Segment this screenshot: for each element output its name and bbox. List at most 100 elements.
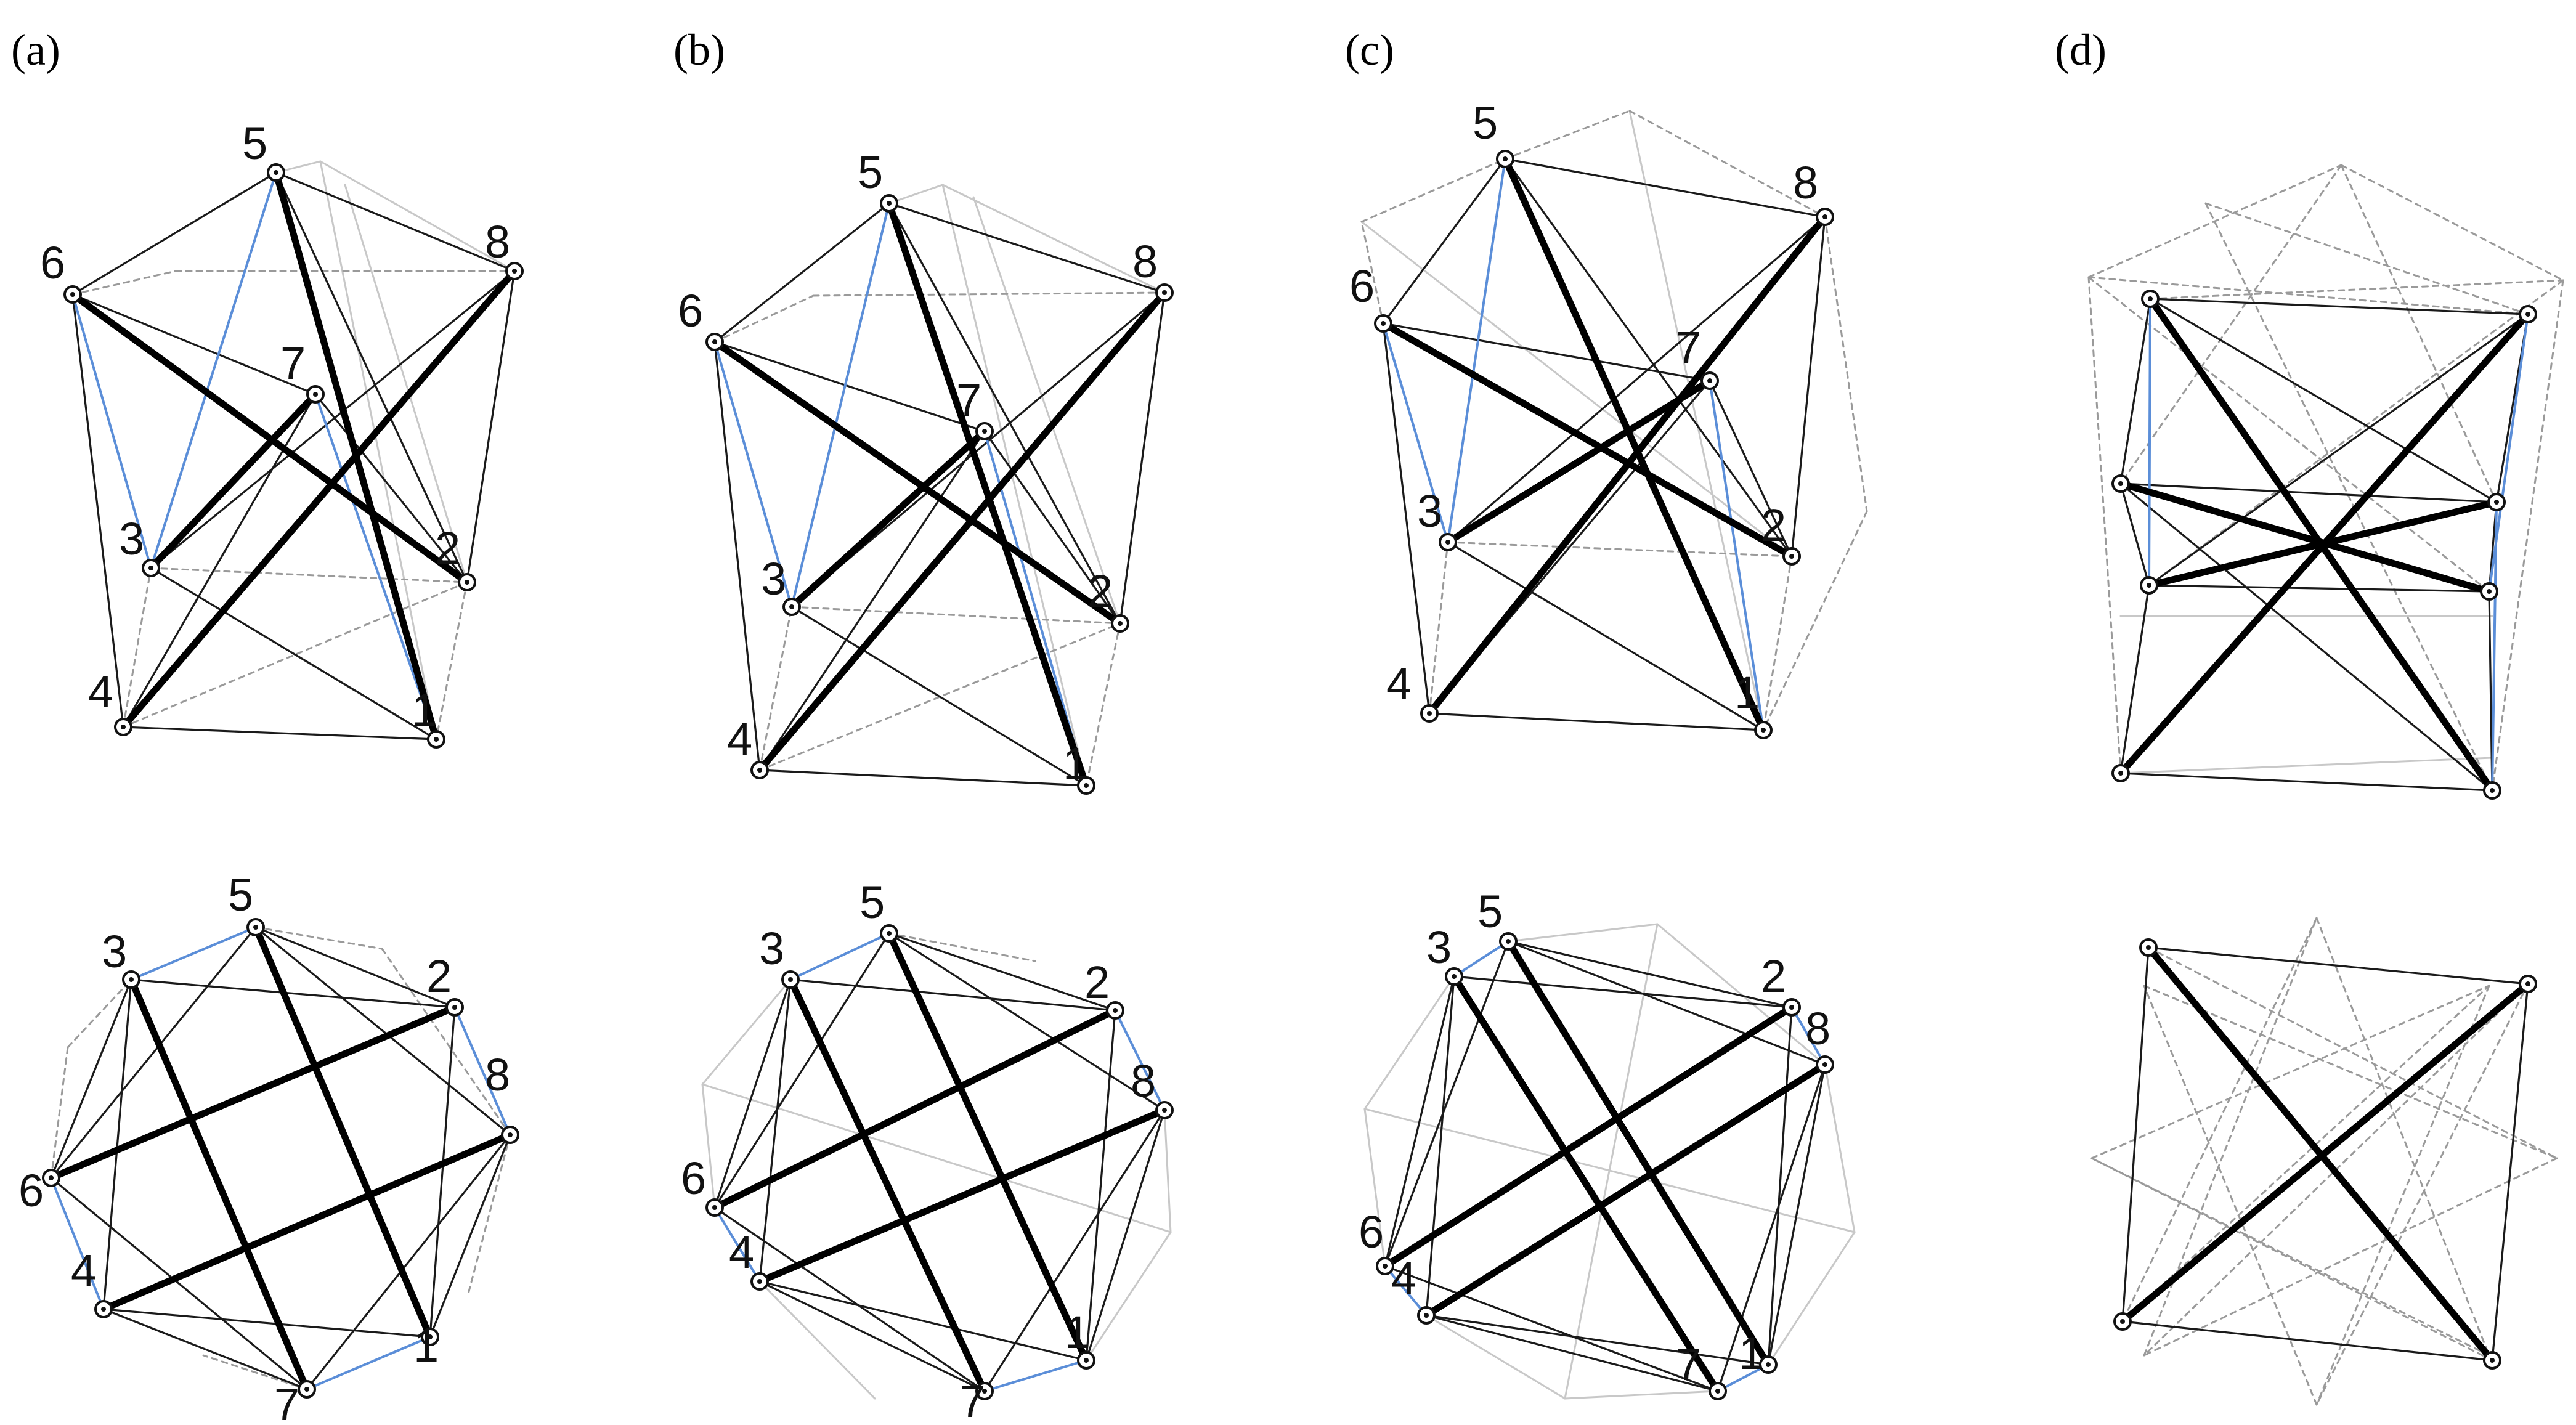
node-label: 5 [858, 147, 883, 198]
blue-edge [713, 1206, 761, 1283]
node-dot [1162, 290, 1167, 295]
thick-edge [885, 200, 1090, 789]
thin-edge [150, 270, 516, 569]
blue-edge [983, 1359, 1087, 1392]
node-dot [1113, 1008, 1118, 1013]
node-dot [129, 977, 134, 982]
thin-edge [1085, 1009, 1116, 1362]
dotted-edge [888, 932, 1036, 962]
dotted-edge [790, 606, 1121, 625]
thin-edge [1382, 322, 1431, 715]
node-label: 8 [1131, 1055, 1156, 1106]
thick-edge [787, 976, 988, 1395]
blue-edge [1114, 1009, 1166, 1111]
node-label: 3 [119, 513, 144, 564]
thin-edge [71, 171, 277, 296]
dotted-edge [2121, 985, 2490, 1323]
node-dot [452, 1005, 457, 1010]
thin-edge [71, 293, 124, 728]
nodes-layer [42, 150, 2537, 1400]
dotted-edge [2315, 983, 2529, 1406]
node-dot [2490, 1358, 2495, 1363]
node-dot [49, 1175, 54, 1180]
thin-edge [888, 932, 1116, 1012]
ghost-edge [319, 160, 516, 272]
node-dot [1715, 1389, 1720, 1394]
node-dot [70, 292, 75, 297]
blue-edge [1447, 158, 1506, 543]
dotted-edge [1504, 110, 1631, 160]
dotted-edge [1762, 555, 1793, 731]
thin-edge [102, 1308, 308, 1390]
node-dot [1445, 540, 1450, 545]
ghost-edge [1767, 1231, 1856, 1366]
node-dot [2147, 583, 2151, 588]
thin-edge [1453, 975, 1793, 1009]
dotted-edge [1447, 541, 1793, 558]
node-dot [121, 725, 126, 729]
thick-edge [120, 267, 518, 731]
node-label: 1 [413, 1320, 439, 1371]
ghost-edge [1425, 1314, 1566, 1400]
dotted-edge [2090, 1157, 2493, 1362]
thin-edge [1382, 158, 1506, 325]
node-label: 7 [956, 375, 981, 426]
thin-edge [888, 202, 1166, 294]
node-dot [274, 170, 278, 175]
thin-edge [758, 1280, 986, 1392]
node-dot [1381, 321, 1386, 326]
node-dot [1506, 939, 1511, 944]
dotted-edge [435, 581, 468, 741]
node-label: 6 [18, 1165, 44, 1216]
node-label: 4 [727, 713, 752, 765]
thin-edge [1507, 940, 1826, 1066]
ghost-edge [1363, 1108, 1386, 1267]
node-dot [2525, 312, 2530, 317]
ghost-edge [1824, 1063, 1856, 1233]
thin-edges-layer [50, 158, 2529, 1392]
node-label: 1 [1739, 1328, 1764, 1379]
thin-edge [1790, 216, 1826, 558]
ghost-edge [1656, 923, 1826, 1066]
ghost-edge [1628, 110, 1765, 731]
thin-edge [2119, 298, 2151, 485]
ghost-edge [701, 1083, 1172, 1233]
thick-edge [47, 1004, 458, 1182]
thin-edge [466, 270, 516, 583]
thin-edge [429, 1134, 511, 1338]
node-label: 3 [759, 923, 784, 974]
dotted-edge [2143, 1157, 2558, 1357]
node-dot [2120, 1319, 2125, 1324]
thin-edge [758, 1280, 1087, 1362]
node-dot [2146, 945, 2151, 950]
thin-edge [713, 202, 890, 343]
thin-edge [2148, 313, 2529, 587]
dotted-edge [1628, 110, 1826, 218]
ghost-edge [1363, 975, 1455, 1110]
thick-edge [2119, 980, 2532, 1325]
thin-edge [1085, 1109, 1166, 1362]
node-dot [101, 1307, 106, 1312]
thin-edge [1767, 1006, 1793, 1366]
blue-edges-layer [50, 158, 2529, 1392]
blue-edge [306, 1336, 431, 1390]
node-dot [2118, 771, 2123, 776]
thick-edge [128, 976, 311, 1393]
node-dot [2490, 788, 2495, 793]
node-dot [1383, 1264, 1388, 1269]
thin-edge [2119, 584, 2150, 774]
thin-edge [254, 926, 511, 1136]
thick-edge [2145, 498, 2500, 589]
thick-edge [100, 1131, 514, 1313]
node-dot [304, 1387, 309, 1392]
dotted-edge [2090, 1157, 2490, 1357]
ghost-edge [941, 184, 1166, 294]
thin-edge [1384, 940, 1509, 1267]
thin-edge [2119, 482, 2150, 587]
thin-edge [713, 341, 761, 771]
ghost-edge [701, 978, 792, 1086]
node-label: 2 [1761, 951, 1786, 1002]
thin-edge [2147, 946, 2529, 985]
thin-edge [713, 932, 890, 1209]
